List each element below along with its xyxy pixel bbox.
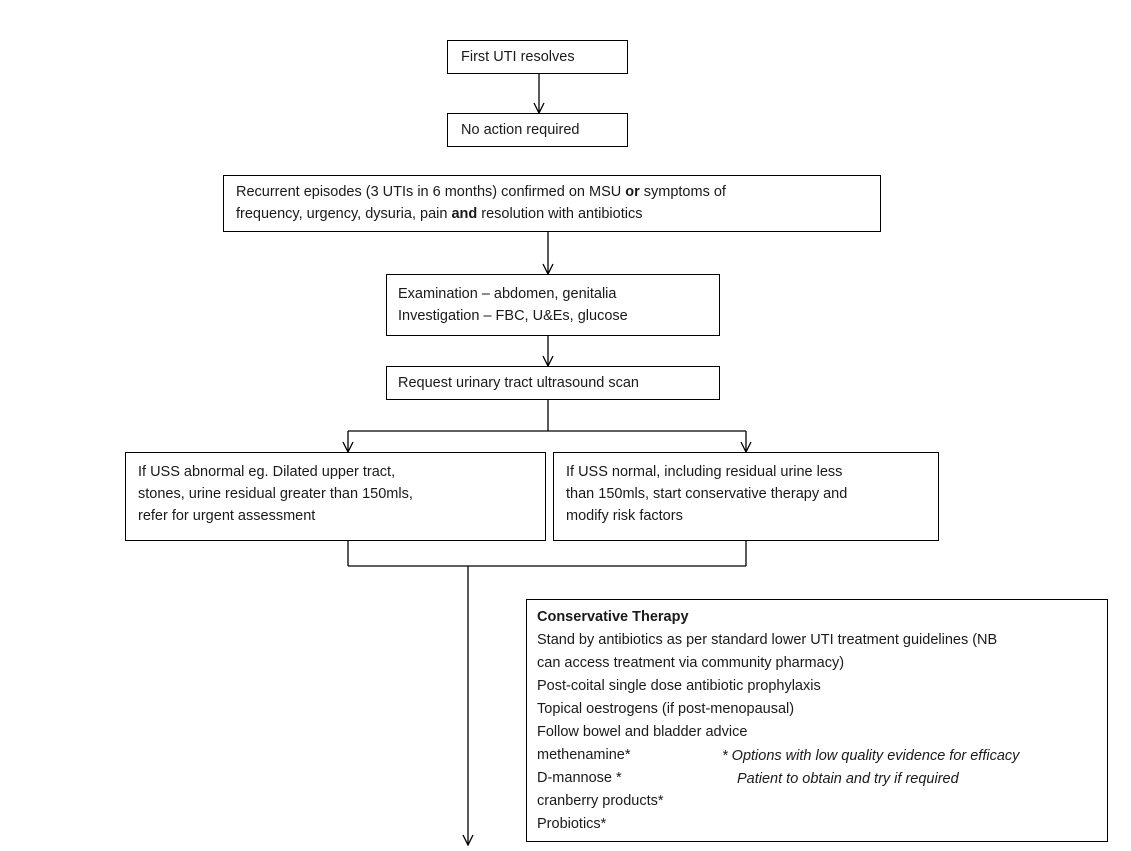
uss-abnormal-line-1: If USS abnormal eg. Dilated upper tract, — [138, 464, 396, 480]
first-uti-text: First UTI resolves — [461, 49, 575, 65]
patient-obtain-note: Patient to obtain and try if required — [737, 771, 959, 787]
ct-line: Post-coital single dose antibiotic proph… — [537, 678, 821, 694]
uss-abnormal-box: If USS abnormal eg. Dilated upper tract,… — [125, 452, 546, 541]
ct-line: Follow bowel and bladder advice — [537, 724, 748, 740]
uss-abnormal-line-2: stones, urine residual greater than 150m… — [138, 486, 413, 502]
uss-abnormal-line-3: refer for urgent assessment — [138, 508, 316, 524]
recurrent-line-1: Recurrent episodes (3 UTIs in 6 months) … — [236, 184, 726, 200]
no-action-text: No action required — [461, 122, 580, 138]
ct-line: Topical oestrogens (if post-menopausal) — [537, 701, 795, 717]
uss-normal-line-3: modify risk factors — [566, 508, 683, 524]
investigation-line: Investigation – FBC, U&Es, glucose — [398, 308, 628, 324]
recurrent-episodes-box: Recurrent episodes (3 UTIs in 6 months) … — [223, 175, 881, 232]
ultrasound-text: Request urinary tract ultrasound scan — [398, 375, 639, 391]
conservative-therapy-title: Conservative Therapy — [537, 609, 689, 625]
uss-normal-box: If USS normal, including residual urine … — [553, 452, 939, 541]
ct-option: Probiotics* — [537, 816, 607, 832]
examination-line: Examination – abdomen, genitalia — [398, 286, 617, 302]
ct-option: cranberry products* — [537, 793, 664, 809]
low-evidence-note: * Options with low quality evidence for … — [722, 748, 1020, 764]
first-uti-box: First UTI resolves — [447, 40, 628, 74]
conservative-therapy-box: Conservative Therapy Stand by antibiotic… — [526, 599, 1108, 842]
ultrasound-box: Request urinary tract ultrasound scan — [386, 366, 720, 400]
ct-option: methenamine* — [537, 747, 631, 763]
ct-line: Stand by antibiotics as per standard low… — [537, 632, 998, 648]
ct-line: can access treatment via community pharm… — [537, 655, 845, 671]
uss-normal-line-2: than 150mls, start conservative therapy … — [566, 486, 848, 502]
no-action-box: No action required — [447, 113, 628, 147]
examination-box: Examination – abdomen, genitalia Investi… — [386, 274, 720, 336]
ct-option: D-mannose * — [537, 770, 622, 786]
uss-normal-line-1: If USS normal, including residual urine … — [566, 464, 843, 480]
recurrent-line-2: frequency, urgency, dysuria, pain and re… — [236, 206, 643, 222]
